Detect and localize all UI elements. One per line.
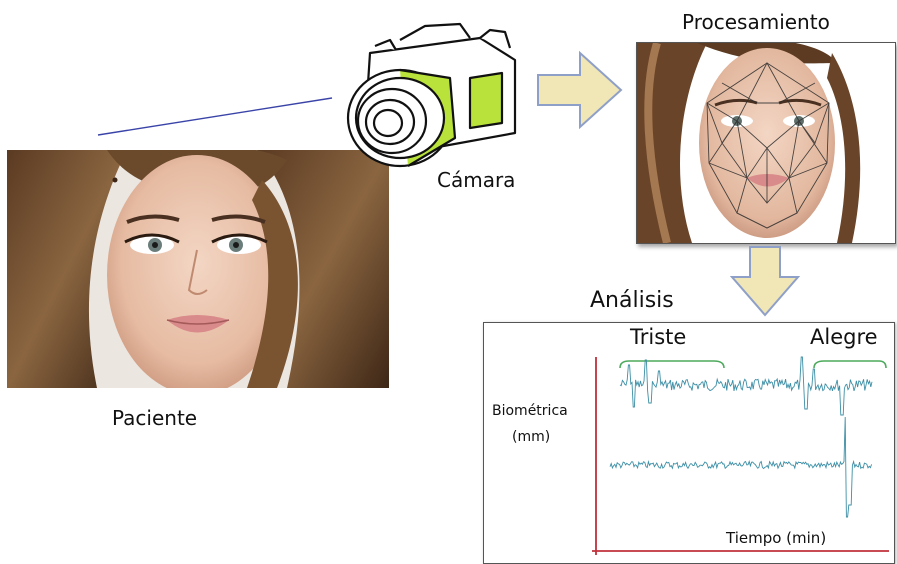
connector-line-top [97, 97, 333, 136]
happy-bracket [813, 360, 887, 369]
patient-label: Paciente [112, 406, 198, 430]
happy-label: Alegre [810, 325, 878, 349]
analysis-label: Análisis [590, 288, 674, 313]
processing-photo [636, 42, 896, 244]
signal-trace-upper [619, 356, 873, 416]
sad-bracket [619, 360, 725, 369]
camera-label: Cámara [437, 168, 516, 192]
patient-photo [7, 150, 389, 388]
analysis-panel: Triste Alegre Biométrica (mm) Tiempo (mi… [483, 322, 895, 564]
signal-trace-lower [609, 416, 873, 518]
biometric-plot [592, 356, 889, 555]
arrow-right-icon [537, 50, 623, 130]
sad-label: Triste [630, 325, 687, 349]
camera-icon [330, 18, 525, 168]
x-axis-label: Tiempo (min) [726, 529, 827, 547]
arrow-down-icon [730, 246, 800, 317]
processing-label: Procesamiento [682, 10, 830, 34]
y-axis-label-line1: Biométrica [492, 403, 568, 419]
y-axis-label-line2: (mm) [512, 429, 551, 445]
